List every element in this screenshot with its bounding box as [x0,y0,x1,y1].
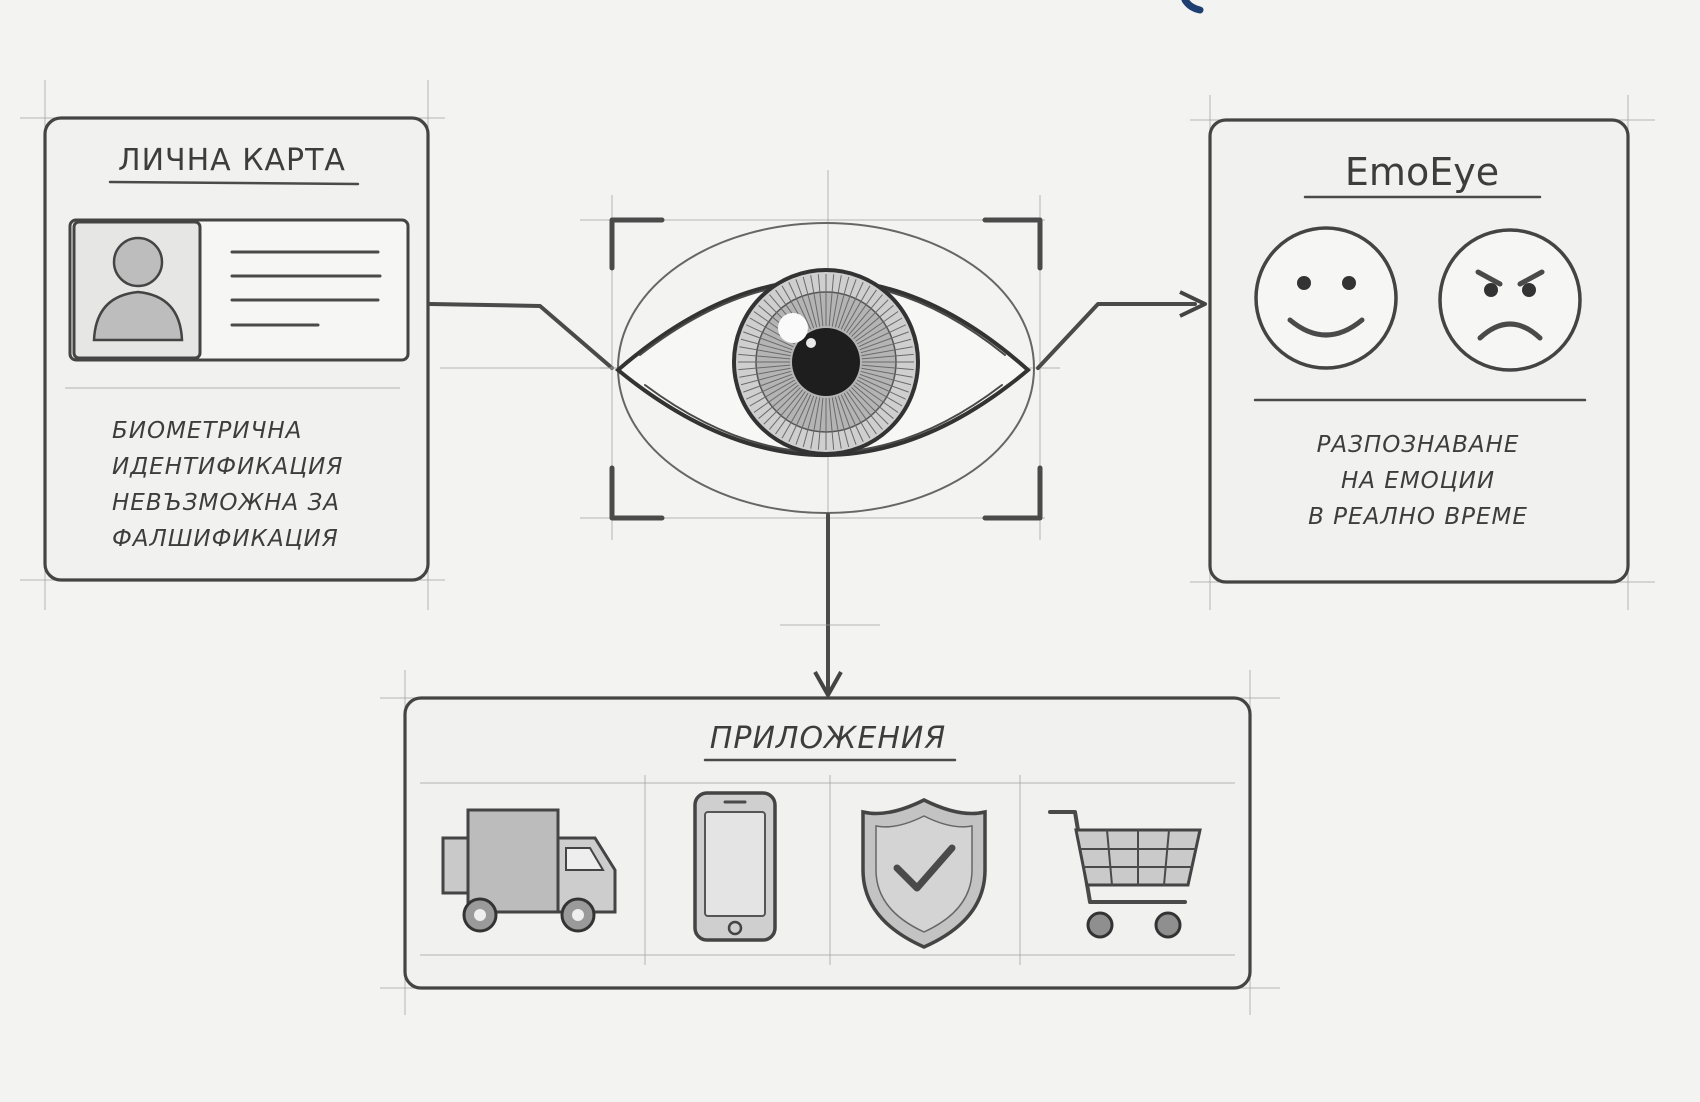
bracket-bottom-right [985,468,1040,518]
connector-right [1038,304,1195,368]
id-card-line-2: ИДЕНТИФИКАЦИЯ [112,454,343,480]
emoeye-line-1: РАЗПОЗНАВАНЕ [1317,432,1520,458]
id-card-panel: ЛИЧНА КАРТА БИОМЕТРИЧНА ИДЕНТИФИКАЦИЯ НЕ… [20,80,445,610]
connector-left [430,304,612,368]
emoeye-title: EmoEye [1345,150,1499,194]
bracket-bottom-left [612,468,662,518]
bracket-top-right [985,220,1040,268]
emoeye-line-2: НА ЕМОЦИИ [1341,468,1495,494]
emoeye-panel: EmoEye РАЗПОЗНАВАНЕ НА ЕМОЦИИ В РЕАЛНО В… [1190,95,1655,610]
id-card-title: ЛИЧНА КАРТА [118,143,346,178]
angry-face-icon [1440,230,1580,370]
id-card-line-1: БИОМЕТРИЧНА [112,418,302,444]
id-card-line-3: НЕВЪЗМОЖНА ЗА [112,490,340,516]
smartphone-icon [695,793,775,940]
id-card-icon [70,220,408,360]
top-blue-mark [1185,0,1200,10]
bracket-top-left [612,220,662,268]
applications-panel: ПРИЛОЖЕНИЯ [380,670,1280,1015]
happy-face-icon [1256,228,1396,368]
eye-scanner [580,170,1060,540]
id-card-line-4: ФАЛШИФИКАЦИЯ [112,526,339,552]
emoeye-line-3: В РЕАЛНО ВРЕМЕ [1308,504,1528,530]
applications-title: ПРИЛОЖЕНИЯ [710,721,946,756]
